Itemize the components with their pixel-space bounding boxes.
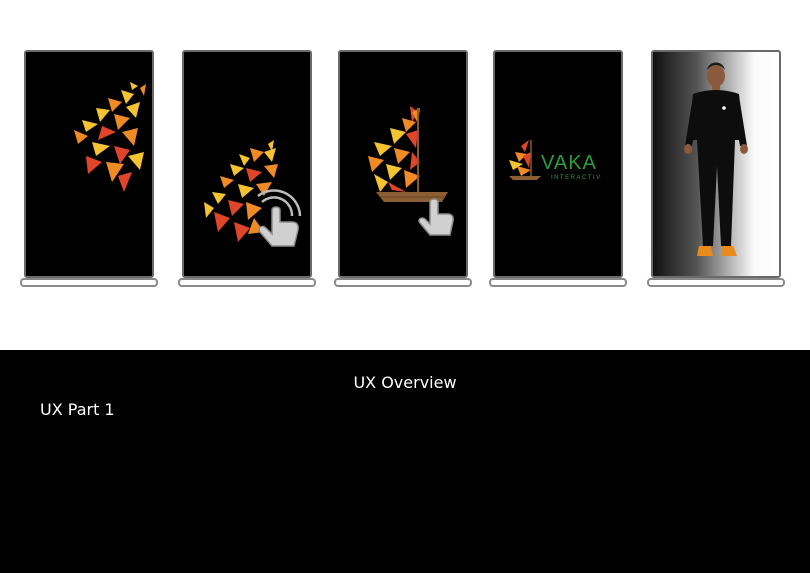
slide-title: UX Overview	[353, 373, 457, 392]
kiosk-screen	[24, 50, 154, 278]
tap-hand-icon	[418, 198, 454, 236]
touch-hand-icon	[257, 189, 302, 247]
vaka-logo-icon: VAKA INTERACTIV	[509, 140, 602, 181]
logo-tagline-text: INTERACTIV	[551, 175, 602, 181]
kiosk-screen: VAKA INTERACTIV	[493, 50, 623, 278]
slide-subtitle: UX Part 1	[40, 400, 115, 419]
kiosk-base	[334, 278, 472, 287]
kiosk-base	[647, 278, 785, 287]
slide-caption-area	[0, 350, 810, 573]
kiosk-showcase-area: VAKA INTERACTIV	[20, 50, 785, 287]
person-photo	[684, 62, 748, 256]
kiosk-screen	[182, 50, 312, 278]
kiosk-screen	[651, 50, 781, 278]
kiosk-screen	[338, 50, 468, 278]
sail-boat-tap-icon	[368, 106, 448, 202]
logo-brand-text: VAKA	[541, 152, 597, 174]
sail-shards-icon	[74, 82, 146, 192]
kiosk-base	[178, 278, 316, 287]
kiosk-base	[20, 278, 158, 287]
kiosk-base	[489, 278, 627, 287]
